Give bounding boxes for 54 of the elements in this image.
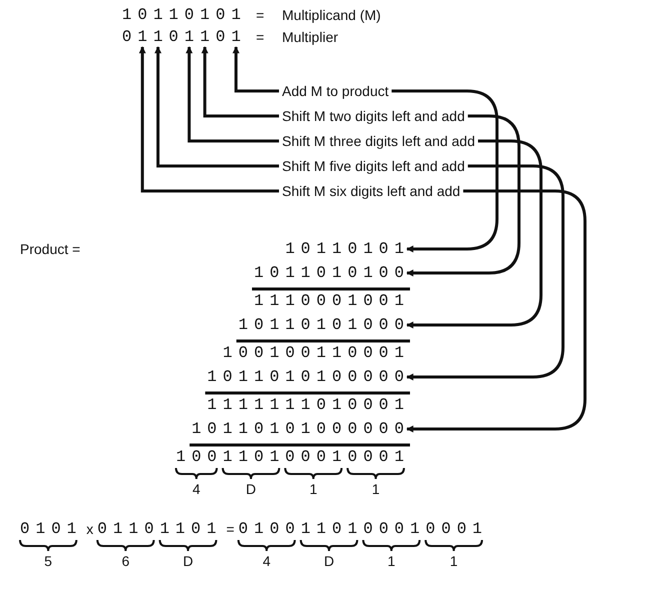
- hex-digit: 4: [192, 480, 200, 498]
- instruction-label: Add M to product: [282, 82, 389, 100]
- instruction-label: Shift M six digits left and add: [282, 182, 460, 200]
- times-sign: x: [86, 520, 94, 538]
- hex-digit: 1: [450, 552, 458, 570]
- arrow: [186, 46, 279, 142]
- equals-sign: =: [256, 28, 264, 46]
- binary-number: 10110101: [122, 6, 247, 24]
- hex-digit: 5: [44, 552, 52, 570]
- multiplier-digit: 1: [231, 28, 247, 46]
- partial-product: 1011010100: [254, 264, 410, 282]
- arrow: [154, 46, 279, 168]
- multiplier-digit: 0: [168, 28, 184, 46]
- hex-digit: D: [246, 480, 256, 498]
- arrow: [406, 140, 542, 328]
- multiplier-digit: 1: [153, 28, 169, 46]
- binary-number: 01101101: [97, 520, 222, 538]
- arrow: [392, 90, 498, 252]
- arrow: [232, 46, 279, 92]
- binary-number: 100100110001: [222, 344, 410, 362]
- binary-number: 1110001001: [254, 292, 410, 310]
- binary-number: 1111111010001: [207, 396, 410, 414]
- partial-product: 10110101000000: [192, 420, 410, 438]
- instruction-label: Shift M three digits left and add: [282, 132, 475, 150]
- caption-text: Multiplicand (M): [282, 6, 381, 24]
- arrow: [201, 46, 279, 118]
- hex-digit: D: [324, 552, 334, 570]
- hex-digit: 4: [262, 552, 270, 570]
- caption-text: Product =: [20, 240, 80, 258]
- hex-digit: 1: [309, 480, 318, 498]
- partial-product: 10110101: [285, 240, 410, 258]
- multiplier-digit: 0: [122, 28, 138, 46]
- multiplier-digit: 1: [184, 28, 200, 46]
- binary-number: 100110100010001: [176, 448, 410, 466]
- binary-number: 0100110100010001: [238, 520, 488, 538]
- multiplier-digit: 1: [200, 28, 216, 46]
- arrow: [138, 46, 279, 192]
- hex-digit: 1: [388, 552, 396, 570]
- equals-sign: =: [256, 6, 264, 24]
- arrow: [406, 164, 564, 380]
- binary-number: 0101: [20, 520, 82, 538]
- caption-text: Multiplier: [282, 28, 338, 46]
- multiplier-digit: 0: [216, 28, 232, 46]
- instruction-label: Shift M five digits left and add: [282, 157, 465, 175]
- hex-digit: 1: [372, 480, 380, 498]
- hex-digit: 6: [122, 552, 130, 570]
- instruction-label: Shift M two digits left and add: [282, 107, 465, 125]
- partial-product: 10110101000: [238, 316, 410, 334]
- arrow: [406, 114, 520, 276]
- partial-product: 1011010100000: [207, 368, 410, 386]
- hex-digit: D: [182, 552, 194, 570]
- arrow: [406, 190, 586, 432]
- equals-sign: =: [226, 520, 234, 538]
- multiplier-digit: 1: [138, 28, 154, 46]
